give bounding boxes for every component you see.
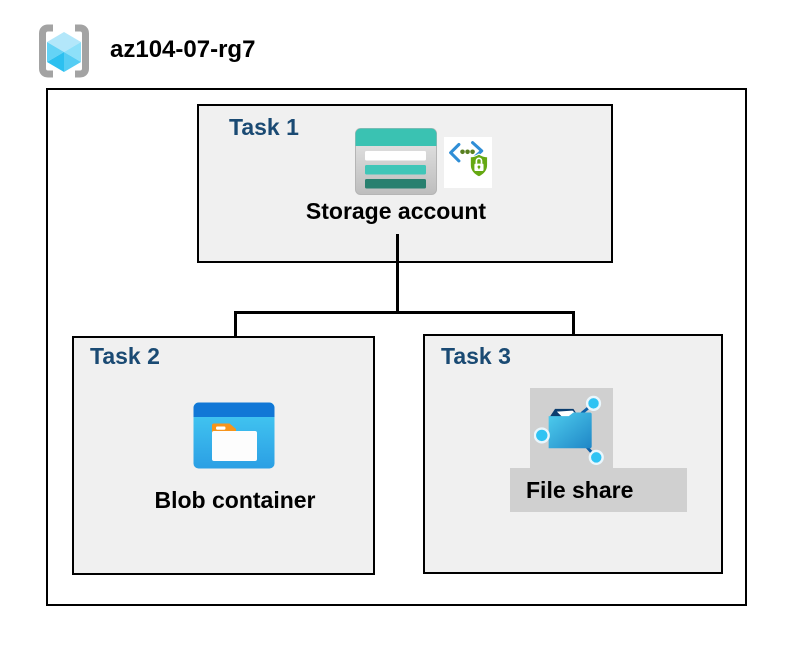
file-share-icon: [530, 388, 613, 470]
edge-branch-horizontal: [234, 311, 575, 314]
task3-label: Task 3: [441, 343, 511, 369]
file-share-label-band: File share: [510, 468, 687, 512]
storage-account-icon: [355, 128, 437, 200]
resource-group-title: az104-07-rg7: [110, 36, 256, 63]
task2-label: Task 2: [90, 343, 160, 369]
task1-label: Task 1: [229, 114, 299, 140]
edge-storage-trunk: [396, 234, 399, 314]
secure-access-icon: [444, 137, 492, 188]
storage-account-label: Storage account: [305, 198, 487, 224]
blob-container-label: Blob container: [154, 487, 316, 513]
resource-group-icon: [36, 21, 92, 86]
file-share-label: File share: [526, 476, 634, 503]
blob-container-icon: [193, 402, 275, 474]
